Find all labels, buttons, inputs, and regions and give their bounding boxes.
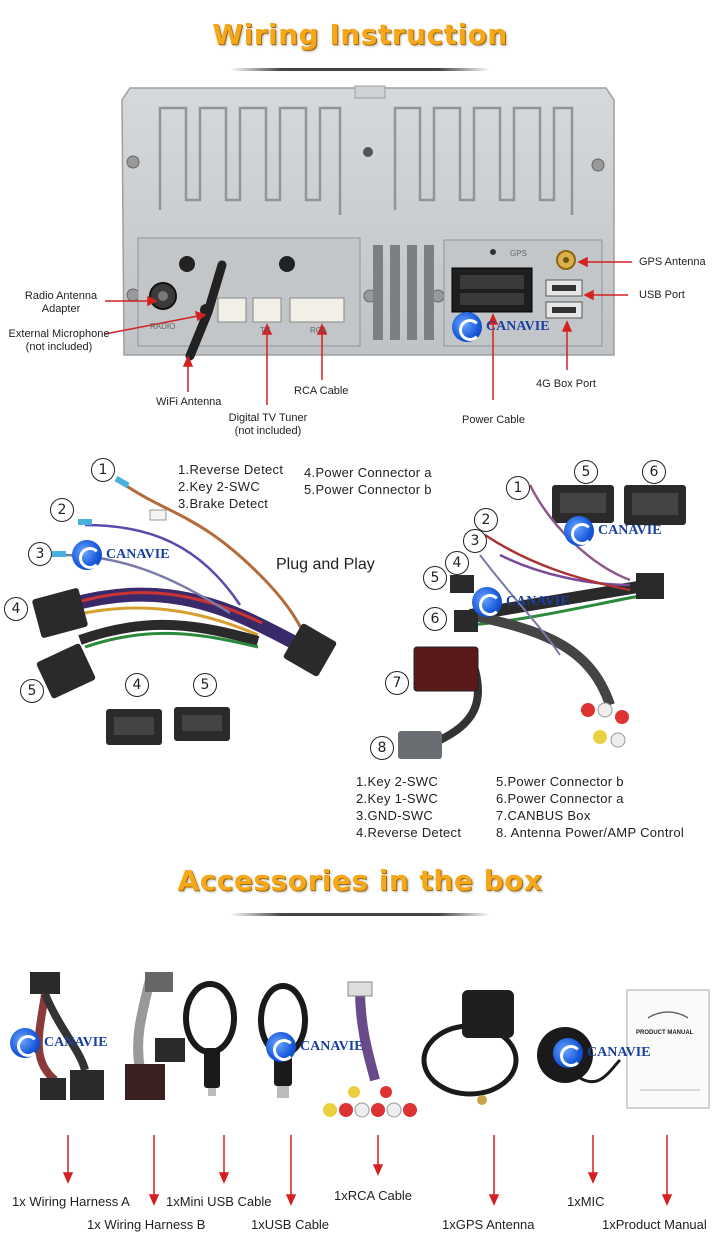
connector-a-label-5: 5 bbox=[193, 673, 217, 697]
rca-imprint: RCA bbox=[310, 326, 327, 335]
radio-imprint: RADIO bbox=[150, 322, 176, 331]
head-unit-back-panel bbox=[104, 85, 632, 405]
usb-port-label: USB Port bbox=[639, 289, 685, 301]
brand-logo-icon bbox=[472, 587, 502, 617]
brand-logo-icon bbox=[10, 1028, 40, 1058]
brand-logo-icon bbox=[452, 312, 482, 342]
accessory-rca-cable: 1xRCA Cable bbox=[334, 1188, 413, 1203]
external-microphone-label: External Microphone (not included) bbox=[8, 328, 110, 353]
harness-a-callout-1: 1 bbox=[91, 458, 115, 482]
brand-logo: CANAVIE bbox=[72, 540, 170, 570]
harness-b-callout-7: 7 bbox=[385, 671, 409, 695]
harness-a-legend-col1: 1.Reverse Detect 2.Key 2-SWC 3.Brake Det… bbox=[178, 462, 284, 511]
harness-b-callout-1: 1 bbox=[506, 476, 530, 500]
harness-a-callout-2: 2 bbox=[50, 498, 74, 522]
accessories-title: Accessories in the box bbox=[177, 864, 543, 897]
harness-b-callout-2: 2 bbox=[474, 508, 498, 532]
connector-a-label-4: 4 bbox=[125, 673, 149, 697]
brand-logo-icon bbox=[564, 516, 594, 546]
brand-logo: CANAVIE bbox=[553, 1038, 651, 1068]
wiring-instruction-title: Wiring Instruction bbox=[212, 18, 508, 51]
harness-a-callout-4: 4 bbox=[4, 597, 28, 621]
brand-logo-icon bbox=[72, 540, 102, 570]
power-cable-label: Power Cable bbox=[462, 414, 525, 426]
accessory-usb-cable: 1xUSB Cable bbox=[251, 1217, 330, 1232]
brand-logo-icon bbox=[553, 1038, 583, 1068]
manual-cover-title: PRODUCT MANUAL bbox=[636, 1030, 694, 1036]
gps-imprint: GPS bbox=[510, 249, 527, 258]
accessory-wiring-harness-b: 1x Wiring Harness B bbox=[87, 1217, 206, 1232]
connector-b-label-6: 6 bbox=[642, 460, 666, 484]
accessories-photos bbox=[30, 972, 710, 1206]
harness-a-callout-5: 5 bbox=[20, 679, 44, 703]
harness-b-callout-8: 8 bbox=[370, 736, 394, 760]
harness-b-legend-col2: 5.Power Connector b 6.Power Connector a … bbox=[496, 774, 685, 840]
harness-b-callout-4: 4 bbox=[445, 551, 469, 575]
accessory-mic: 1xMIC bbox=[567, 1194, 605, 1209]
gps-antenna-label: GPS Antenna bbox=[639, 256, 706, 268]
harness-b-callout-6: 6 bbox=[423, 607, 447, 631]
connector-b-label-5: 5 bbox=[574, 460, 598, 484]
accessory-wiring-harness-a: 1x Wiring Harness A bbox=[12, 1194, 130, 1209]
brand-logo: CANAVIE bbox=[266, 1032, 364, 1062]
harness-b-callout-3: 3 bbox=[463, 529, 487, 553]
brand-logo-icon bbox=[266, 1032, 296, 1062]
wifi-antenna-label: WiFi Antenna bbox=[156, 396, 222, 408]
title-divider bbox=[230, 913, 490, 916]
accessory-gps-antenna: 1xGPS Antenna bbox=[442, 1217, 535, 1232]
harness-a-callout-3: 3 bbox=[28, 542, 52, 566]
harness-b-callout-5: 5 bbox=[423, 566, 447, 590]
plug-and-play-text: Plug and Play bbox=[276, 556, 375, 573]
accessory-product-manual: 1xProduct Manual bbox=[602, 1217, 707, 1232]
brand-logo: CANAVIE bbox=[10, 1028, 108, 1058]
wiring-harness-a-diagram bbox=[32, 475, 337, 745]
accessory-mini-usb-cable: 1xMini USB Cable bbox=[166, 1194, 272, 1209]
4g-box-port-label: 4G Box Port bbox=[536, 378, 596, 390]
title-divider bbox=[230, 68, 490, 71]
brand-logo: CANAVIE bbox=[452, 312, 550, 342]
radio-antenna-label: Radio Antenna Adapter bbox=[24, 290, 98, 315]
brand-logo: CANAVIE bbox=[472, 587, 570, 617]
harness-a-legend-col2: 4.Power Connector a 5.Power Connector b bbox=[304, 465, 432, 497]
rca-cable-label: RCA Cable bbox=[294, 385, 349, 397]
brand-logo: CANAVIE bbox=[564, 516, 662, 546]
harness-b-legend-col1: 1.Key 2-SWC 2.Key 1-SWC 3.GND-SWC 4.Reve… bbox=[356, 774, 462, 840]
tv-imprint: TV bbox=[260, 326, 271, 335]
digital-tv-tuner-label: Digital TV Tuner (not included) bbox=[228, 412, 308, 437]
